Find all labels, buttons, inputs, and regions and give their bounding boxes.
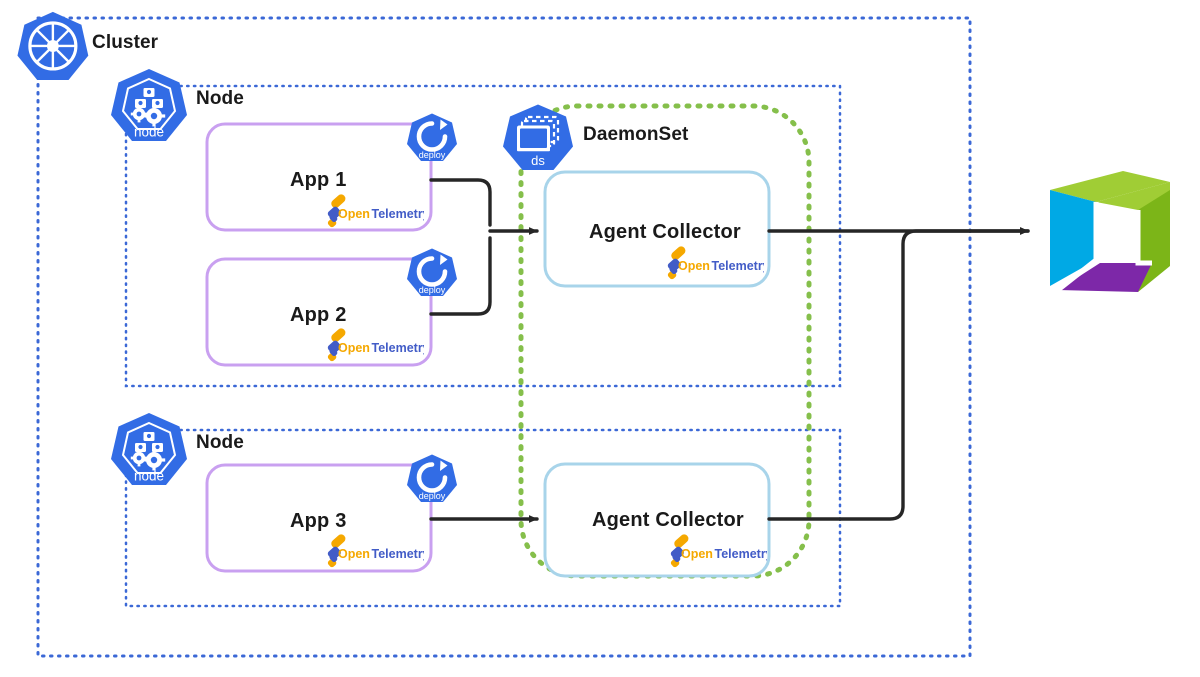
node-1-label: Node: [196, 88, 244, 109]
app-2-box[interactable]: [205, 257, 433, 367]
otel-wordmark-collector2: Open Telemetry: [681, 546, 773, 567]
agent-collector-2-label: Agent Collector: [592, 509, 744, 531]
svg-text:Telemetry: Telemetry: [712, 259, 765, 273]
app-2-label: App 2: [290, 304, 347, 326]
connector-app1-to-collector1: [429, 178, 492, 227]
otel-telemetry-text: Telemetry: [372, 207, 425, 221]
app-1-box[interactable]: [205, 122, 433, 232]
node-2-label: Node: [196, 432, 244, 453]
svg-text:Open: Open: [338, 547, 370, 561]
svg-text:node: node: [134, 469, 164, 484]
kubernetes-daemonset-icon: ds: [503, 104, 573, 170]
elastic-logo-icon: [1050, 171, 1170, 292]
otel-wordmark-collector1: Open Telemetry: [678, 258, 770, 279]
opentelemetry-logo-collector1: [667, 246, 686, 280]
svg-text:ds: ds: [531, 153, 545, 168]
svg-text:Telemetry: Telemetry: [372, 341, 425, 355]
otel-open-text: Open: [338, 207, 370, 221]
svg-text:node: node: [134, 125, 164, 140]
connector-app2-to-collector1: [429, 236, 492, 316]
kubernetes-node-icon-2: node: [111, 413, 187, 485]
agent-collector-1-box[interactable]: [543, 170, 771, 288]
kubernetes-deployment-icon-app1: deploy: [407, 113, 457, 161]
app-1-label: App 1: [290, 169, 347, 191]
kubernetes-deployment-icon-app3: deploy: [407, 454, 457, 502]
opentelemetry-logo-app1: [327, 194, 346, 228]
svg-text:deploy: deploy: [419, 150, 446, 160]
opentelemetry-logo-app3: [327, 534, 346, 568]
app-3-label: App 3: [290, 510, 347, 532]
svg-text:Telemetry: Telemetry: [372, 547, 425, 561]
daemonset-label: DaemonSet: [583, 124, 689, 145]
opentelemetry-logo-collector2: [670, 534, 689, 568]
kubernetes-deployment-icon-app2: deploy: [407, 248, 457, 296]
kubernetes-node-icon-1: node: [111, 69, 187, 141]
svg-text:deploy: deploy: [419, 491, 446, 501]
node-1-boundary: [124, 84, 842, 388]
kubernetes-logo-icon: [17, 11, 89, 81]
otel-wordmark-app3: Open Telemetry: [338, 546, 430, 567]
svg-text:deploy: deploy: [419, 285, 446, 295]
cluster-label: Cluster: [92, 32, 159, 53]
otel-wordmark-app2: Open Telemetry: [338, 340, 430, 361]
opentelemetry-logo-app2: [327, 328, 346, 362]
svg-text:Open: Open: [678, 259, 710, 273]
cluster-boundary: [36, 16, 972, 658]
daemonset-boundary: [518, 103, 812, 579]
otel-wordmark-app1: Open Telemetry: [338, 206, 430, 227]
svg-text:Open: Open: [681, 547, 713, 561]
svg-text:Open: Open: [338, 341, 370, 355]
svg-text:Telemetry: Telemetry: [715, 547, 768, 561]
agent-collector-1-label: Agent Collector: [589, 221, 741, 243]
